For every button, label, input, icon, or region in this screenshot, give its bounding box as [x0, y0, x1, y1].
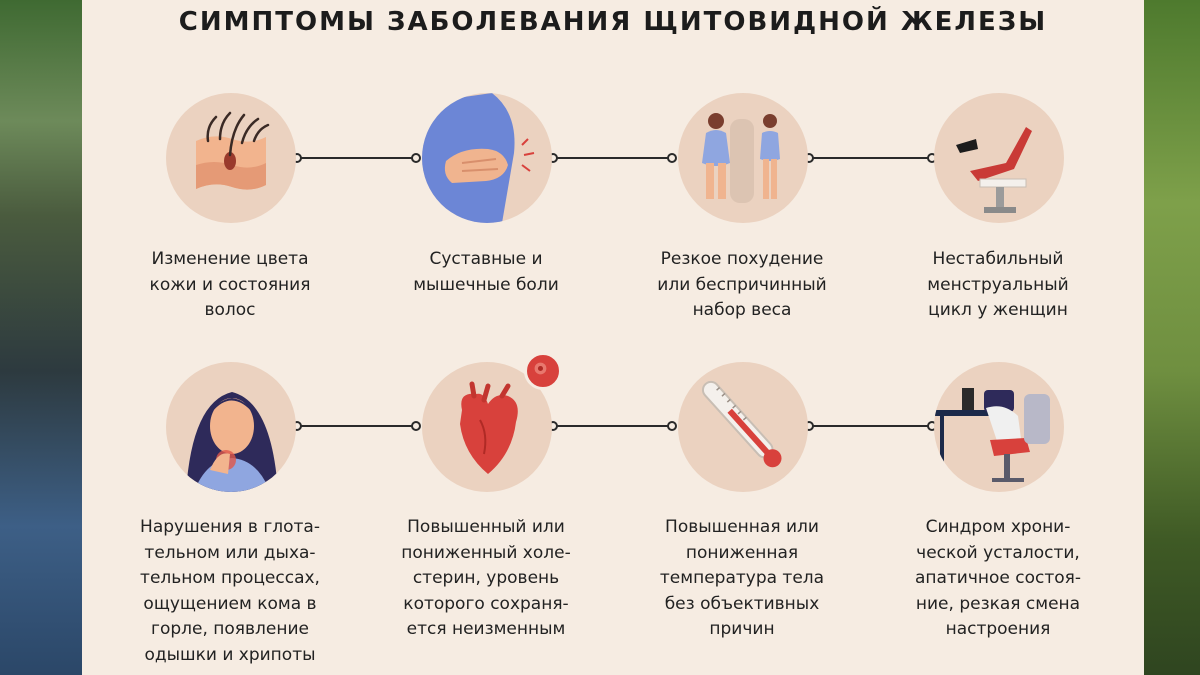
caption-line: менструальный — [927, 274, 1069, 295]
connector-dot — [411, 421, 421, 431]
caption-line: мышечные боли — [413, 274, 559, 295]
connector-line — [296, 425, 416, 427]
caption-line: горле, появление — [151, 619, 309, 639]
thermometer-icon — [678, 362, 808, 492]
joint-pain-icon — [422, 93, 552, 223]
connector-line — [808, 157, 932, 159]
caption-line: температура тела — [659, 568, 825, 588]
symptom-caption: Синдром хрони- ческой усталости, апатичн… — [878, 515, 1118, 643]
symptom-caption: Нарушения в глота- тельном или дыха- тел… — [110, 515, 350, 668]
caption-line: пониженная — [685, 542, 799, 563]
connector-line — [552, 425, 672, 427]
connector-dot — [411, 153, 421, 163]
connector-dot — [667, 153, 677, 163]
caption-line: настроения — [945, 619, 1051, 639]
background-left-photo — [0, 0, 82, 675]
skin-hair-icon — [166, 93, 296, 223]
caption-line: ческой усталости, — [916, 542, 1080, 563]
caption-line: тельном или дыха- — [144, 542, 316, 563]
caption-line: Повышенная или — [665, 517, 819, 537]
caption-line: пониженный холе- — [401, 542, 571, 563]
background-right-photo — [1144, 0, 1200, 675]
caption-line: Синдром хрони- — [925, 517, 1071, 537]
caption-line: причин — [709, 619, 775, 639]
symptom-caption: Нестабильный менструальный цикл у женщин — [878, 247, 1118, 324]
caption-line: тельном процессах, — [140, 568, 320, 588]
caption-line: одышки и хрипоты — [144, 644, 316, 665]
symptom-caption: Суставные и мышечные боли — [366, 247, 606, 298]
weight-change-icon — [678, 93, 808, 223]
caption-line: ется неизменным — [406, 619, 566, 639]
infographic-panel: СИМПТОМЫ ЗАБОЛЕВАНИЯ ЩИТОВИДНОЙ ЖЕЛЕЗЫ — [82, 0, 1144, 675]
connector-line — [808, 425, 932, 427]
symptom-caption: Повышенная или пониженная температура те… — [622, 515, 862, 643]
caption-line: Изменение цвета — [151, 249, 309, 269]
caption-line: волос — [204, 300, 256, 320]
caption-line: цикл у женщин — [928, 300, 1068, 320]
symptom-caption: Резкое похудение или беспричинный набор … — [622, 247, 862, 324]
infographic-title: СИМПТОМЫ ЗАБОЛЕВАНИЯ ЩИТОВИДНОЙ ЖЕЛЕЗЫ — [178, 7, 1048, 37]
caption-line: Нарушения в глота- — [140, 517, 320, 537]
connector-dot — [667, 421, 677, 431]
connector-line — [296, 157, 416, 159]
caption-line: набор веса — [692, 300, 792, 320]
caption-line: без объективных — [664, 593, 820, 614]
caption-line: Суставные и — [429, 249, 543, 269]
caption-line: или беспричинный — [657, 274, 827, 295]
throat-woman-icon — [166, 362, 296, 492]
cholesterol-cell-icon — [524, 352, 562, 390]
symptom-caption: Повышенный или пониженный холе- стерин, … — [366, 515, 606, 643]
fatigue-icon — [934, 362, 1064, 492]
caption-line: ощущением кома в — [143, 593, 317, 614]
caption-line: Резкое похудение — [660, 249, 824, 269]
caption-line: ние, резкая смена — [915, 593, 1081, 614]
gyn-chair-icon — [934, 93, 1064, 223]
caption-line: стерин, уровень — [412, 568, 560, 588]
caption-line: Нестабильный — [932, 249, 1064, 269]
caption-line: Повышенный или — [407, 517, 565, 537]
symptom-caption: Изменение цвета кожи и состояния волос — [110, 247, 350, 324]
caption-line: которого сохраня- — [403, 593, 569, 614]
caption-line: апатичное состоя- — [914, 568, 1082, 588]
connector-line — [552, 157, 672, 159]
caption-line: кожи и состояния — [149, 274, 311, 295]
